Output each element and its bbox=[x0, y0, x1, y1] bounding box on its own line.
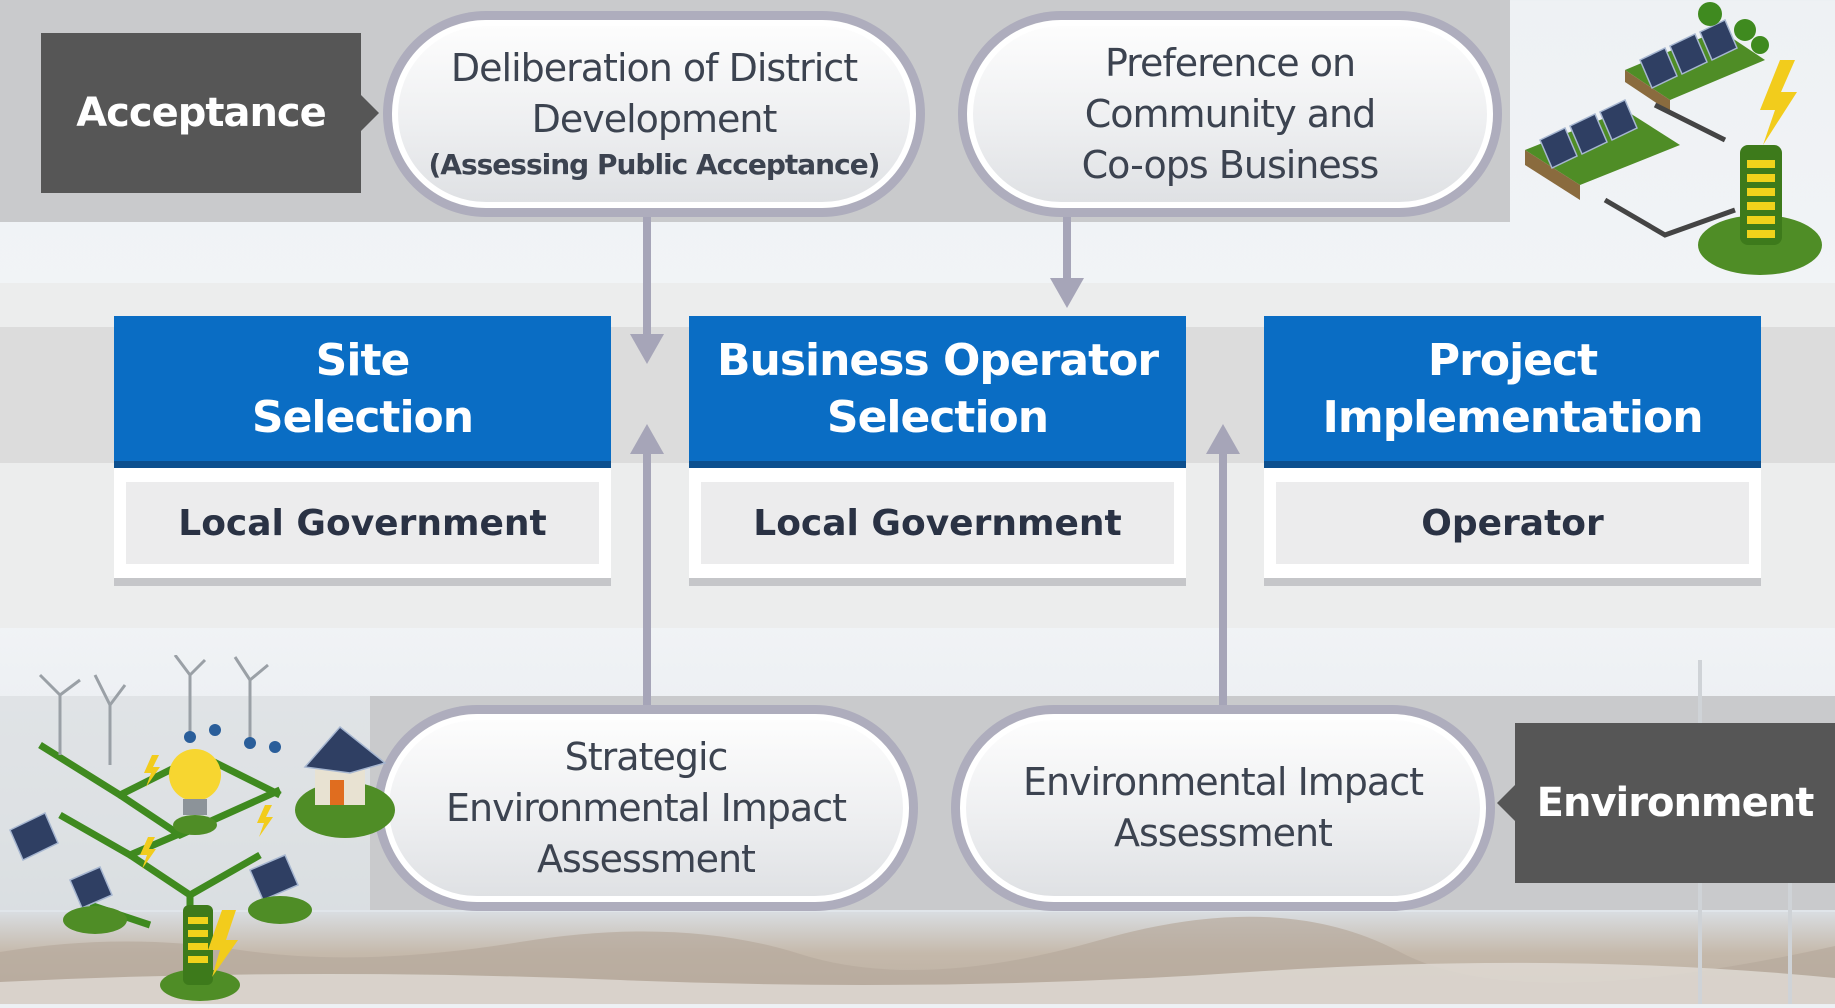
pill-text-line: Community and bbox=[1084, 91, 1376, 136]
eia-pill: Environmental Impact Assessment bbox=[960, 714, 1486, 902]
environment-text: Environment bbox=[1536, 780, 1815, 826]
pill-text-line: Deliberation of District bbox=[450, 46, 858, 90]
landscape-background bbox=[0, 912, 1835, 1004]
pill-text-line: Preference on bbox=[1104, 40, 1356, 85]
arrow-head-down-icon bbox=[630, 334, 664, 364]
arrow-head-up-icon bbox=[630, 424, 664, 454]
stage-title-line: Implementation bbox=[1322, 391, 1703, 443]
pill-text-line: Environmental Impact bbox=[1023, 760, 1424, 804]
stage-actor-panel: Local Government bbox=[114, 468, 611, 586]
pill-text-line: Environmental Impact bbox=[446, 785, 847, 830]
pill-text-line: Assessment bbox=[537, 836, 756, 881]
stage-title-line: Selection bbox=[826, 391, 1049, 443]
pill-text-line: Assessment bbox=[1114, 811, 1333, 855]
stage-title: Business Operator Selection bbox=[689, 316, 1186, 468]
pill-text-line: Strategic bbox=[564, 734, 729, 779]
arrow-line-sea-to-site bbox=[643, 454, 651, 716]
arrow-line-preference-to-operator bbox=[1063, 208, 1071, 278]
stage-actor: Local Government bbox=[701, 482, 1174, 564]
environment-label: Environment bbox=[1497, 723, 1835, 883]
stage-title-line: Selection bbox=[251, 391, 474, 443]
stage-title-line: Project bbox=[1427, 334, 1598, 386]
stage-title-line: Site bbox=[315, 334, 411, 386]
acceptance-text: Acceptance bbox=[76, 90, 327, 136]
stage-title: Site Selection bbox=[114, 316, 611, 468]
solar-farm-battery-illustration-icon bbox=[1525, 2, 1822, 275]
preference-pill: Preference on Community and Co-ops Busin… bbox=[967, 20, 1493, 208]
stage-title-line: Business Operator bbox=[716, 334, 1159, 386]
stage-project-implementation: Project Implementation Operator bbox=[1264, 316, 1761, 586]
renewable-grid-illustration-icon bbox=[9, 655, 395, 1001]
stage-title: Project Implementation bbox=[1264, 316, 1761, 468]
stage-actor-panel: Local Government bbox=[689, 468, 1186, 586]
pill-text-line: Co-ops Business bbox=[1081, 142, 1380, 187]
deliberation-pill: Deliberation of District Development (As… bbox=[392, 20, 916, 208]
acceptance-label: Acceptance bbox=[41, 33, 379, 193]
stage-actor-panel: Operator bbox=[1264, 468, 1761, 586]
arrow-head-down-icon bbox=[1050, 278, 1084, 308]
mountain-silhouette bbox=[0, 916, 1835, 1004]
stage-actor: Local Government bbox=[126, 482, 599, 564]
stage-site-selection: Site Selection Local Government bbox=[114, 316, 611, 586]
pill-text-line: Development bbox=[531, 97, 778, 141]
arrow-line-acceptance-to-site bbox=[643, 208, 651, 334]
stage-business-operator-selection: Business Operator Selection Local Govern… bbox=[689, 316, 1186, 586]
strategic-eia-pill: Strategic Environmental Impact Assessmen… bbox=[383, 714, 909, 902]
arrow-line-eia-to-operator bbox=[1219, 454, 1227, 716]
arrow-head-up-icon bbox=[1206, 424, 1240, 454]
stage-actor: Operator bbox=[1276, 482, 1749, 564]
pill-subtitle: (Assessing Public Acceptance) bbox=[428, 148, 881, 181]
